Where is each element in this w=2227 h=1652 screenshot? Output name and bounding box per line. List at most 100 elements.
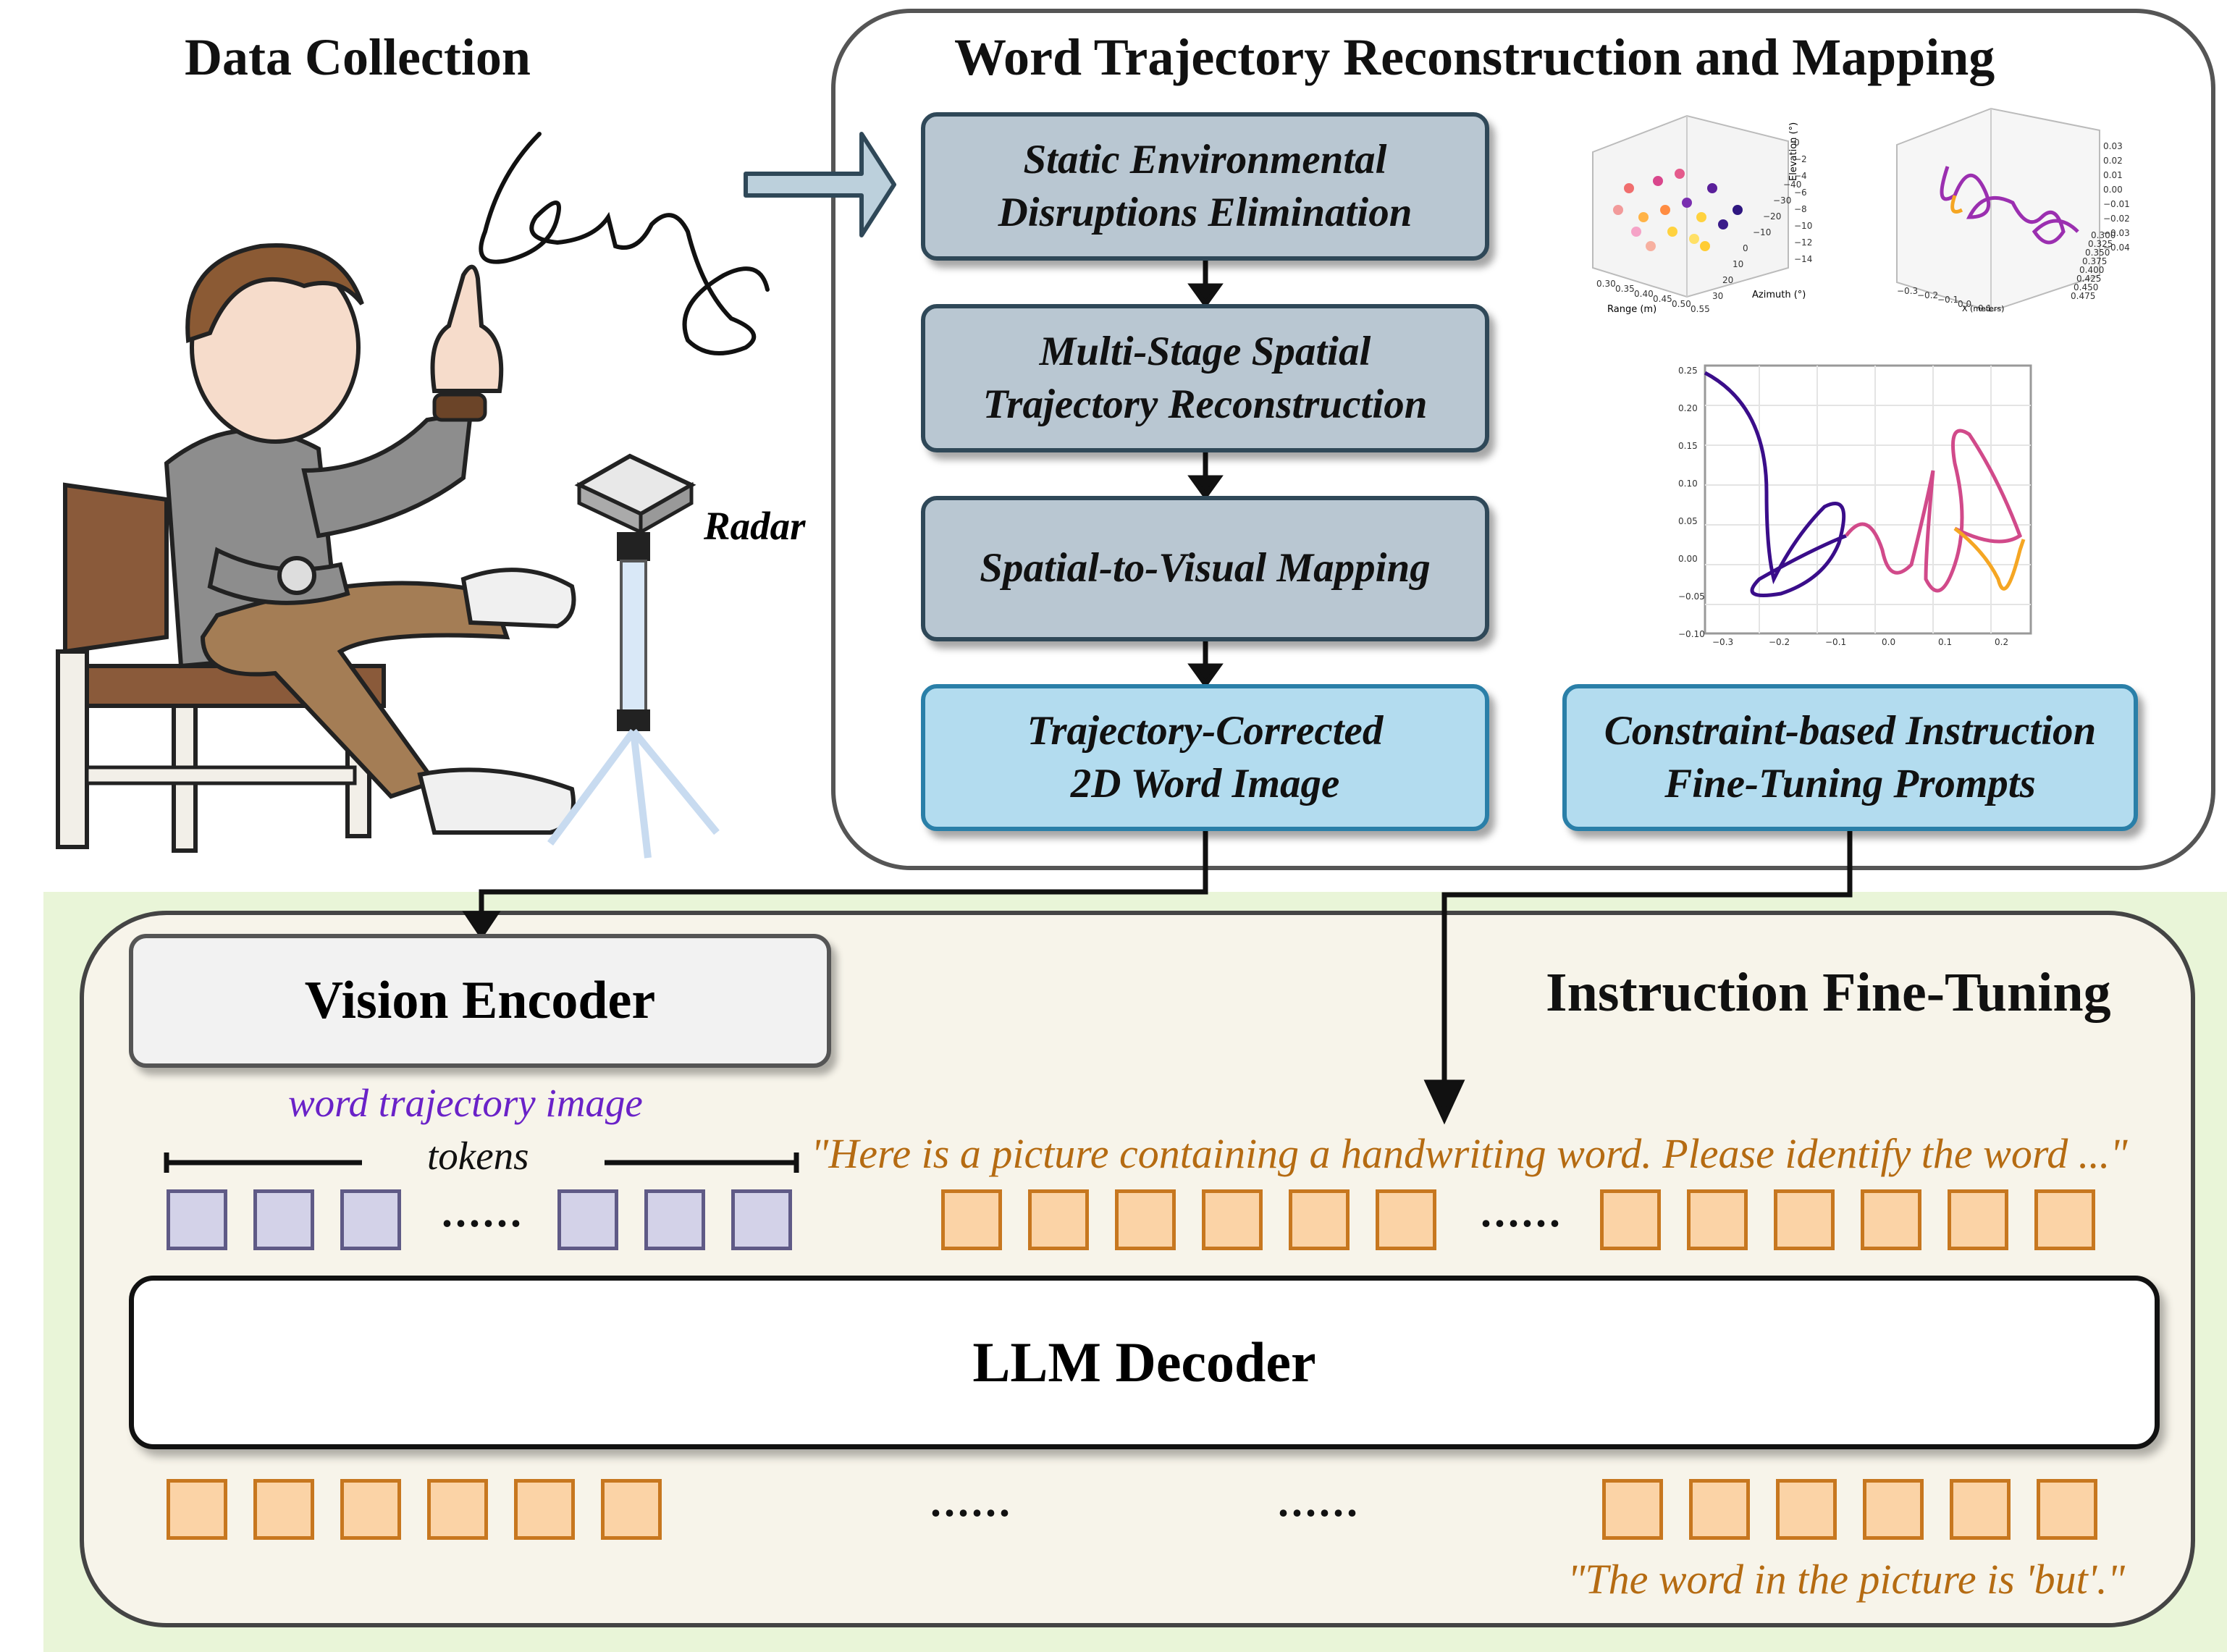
- plot3-xtick: 0.0: [1882, 637, 1896, 647]
- plot1-xtick: 0.40: [1634, 289, 1654, 299]
- plot2-ytick: 0.325: [2088, 239, 2113, 249]
- output-token-ellipsis: ......: [1278, 1478, 1360, 1525]
- prompt-token: [1687, 1189, 1748, 1250]
- plot1-xtick: 0.30: [1596, 279, 1616, 289]
- plot3-ytick: −0.05: [1678, 591, 1705, 602]
- image-tokens-label: word trajectory image: [288, 1081, 643, 1125]
- prompt-token: [2034, 1189, 2095, 1250]
- tokens-label: tokens: [427, 1134, 529, 1178]
- plot1-ztick: −10: [1794, 221, 1813, 231]
- step-1-line1: Static Environmental: [1023, 136, 1387, 182]
- plot1-xtick: 0.50: [1672, 299, 1691, 309]
- output-token: [340, 1479, 401, 1540]
- plot-3d-trajectory: [1896, 107, 2100, 313]
- plot2-xtick: −0.3: [1897, 286, 1919, 296]
- plot1-ztick: −12: [1794, 237, 1813, 248]
- person-illustration: [56, 243, 576, 853]
- image-token: [557, 1189, 618, 1250]
- plot1-ytick: 20: [1722, 275, 1734, 285]
- output-token: [1689, 1479, 1750, 1540]
- plot2-xtick: −0.2: [1917, 290, 1939, 300]
- plot1-ytick: −40: [1783, 180, 1802, 190]
- plot3-xtick: 0.2: [1995, 637, 2009, 647]
- flow-block-arrow: [744, 132, 896, 237]
- step-2-line2: Trajectory Reconstruction: [982, 381, 1428, 427]
- plot2-ztick: −0.01: [2103, 199, 2130, 209]
- instruction-finetuning-title: Instruction Fine-Tuning: [1546, 962, 2111, 1023]
- prompt-token-ellipsis: ......: [1481, 1188, 1563, 1236]
- prompt-token: [1028, 1189, 1089, 1250]
- plot1-ztick: −2: [1794, 154, 1807, 164]
- plot2-ztick: −0.04: [2103, 243, 2130, 253]
- plot3-ytick: 0.00: [1678, 554, 1698, 564]
- plot-3d-scatter: [1592, 114, 1789, 298]
- output-token: [1776, 1479, 1837, 1540]
- vision-encoder-box: Vision Encoder: [129, 934, 831, 1068]
- plot1-ztick: −14: [1794, 254, 1813, 264]
- step-1-line2: Disruptions Elimination: [998, 189, 1413, 235]
- image-token-ellipsis: ......: [442, 1188, 524, 1236]
- plot2-ztick: 0.01: [2103, 170, 2123, 180]
- plot1-xlabel: Range (m): [1607, 304, 1657, 315]
- step-spatial-visual-mapping: Spatial-to-Visual Mapping: [921, 496, 1489, 641]
- step-trajectory-reconstruction: Multi-Stage Spatial Trajectory Reconstru…: [921, 304, 1489, 452]
- plot1-ytick: 10: [1733, 259, 1744, 269]
- prompt-token: [1774, 1189, 1835, 1250]
- plot3-ytick: −0.10: [1678, 629, 1705, 639]
- prompt-token: [941, 1189, 1002, 1250]
- reconstruction-title: Word Trajectory Reconstruction and Mappi…: [954, 28, 1995, 86]
- output-word-image: Trajectory-Corrected 2D Word Image: [921, 684, 1489, 831]
- prompt-token: [1376, 1189, 1436, 1250]
- handwriting-stroke: [479, 132, 770, 355]
- plot3-ytick: 0.25: [1678, 366, 1698, 376]
- output-token: [167, 1479, 227, 1540]
- plot2-ytick: 0.450: [2074, 282, 2099, 292]
- plot-2d-trajectory: [1704, 364, 2032, 635]
- output-prompts-line1: Constraint-based Instruction: [1604, 707, 2097, 754]
- step-3-line1: Spatial-to-Visual Mapping: [980, 545, 1431, 591]
- plot1-ytick: −20: [1763, 211, 1782, 222]
- prompt-token: [1115, 1189, 1176, 1250]
- plot3-ytick: 0.05: [1678, 516, 1698, 526]
- plot1-ylabel: Azimuth (°): [1752, 290, 1806, 300]
- plot2-xtick: 0.0: [1958, 299, 1972, 309]
- output-token: [1863, 1479, 1924, 1540]
- plot3-ytick: 0.15: [1678, 441, 1698, 451]
- plot2-ztick: 0.02: [2103, 156, 2123, 166]
- prompt-text: "Here is a picture containing a handwrit…: [811, 1130, 2128, 1177]
- output-token: [601, 1479, 662, 1540]
- prompt-token: [1861, 1189, 1921, 1250]
- plot2-xlabel: X (meters): [1962, 304, 2005, 313]
- step-static-elimination: Static Environmental Disruptions Elimina…: [921, 112, 1489, 261]
- plot1-ytick: 30: [1712, 291, 1724, 301]
- plot1-xtick: 0.45: [1653, 294, 1672, 304]
- plot2-ytick: 0.375: [2082, 256, 2108, 266]
- plot2-ztick: −0.03: [2103, 228, 2130, 238]
- plot2-ytick: 0.300: [2091, 230, 2116, 240]
- prompt-token: [1202, 1189, 1263, 1250]
- output-image-line1: Trajectory-Corrected: [1027, 707, 1384, 754]
- answer-text: "The word in the picture is 'but'.": [1567, 1556, 2126, 1603]
- plot2-ztick: 0.03: [2103, 141, 2123, 151]
- plot2-ztick: −0.02: [2103, 214, 2130, 224]
- llm-decoder-label: LLM Decoder: [972, 1331, 1316, 1394]
- plot1-ytick: −30: [1773, 195, 1792, 206]
- plot2-ytick: 0.425: [2076, 274, 2102, 284]
- vision-encoder-label: Vision Encoder: [304, 971, 656, 1030]
- image-token: [340, 1189, 401, 1250]
- output-token: [2037, 1479, 2097, 1540]
- plot3-xtick: −0.2: [1769, 637, 1790, 647]
- output-token: [1602, 1479, 1663, 1540]
- image-token: [167, 1189, 227, 1250]
- radar-illustration: [547, 453, 720, 859]
- plot2-xtick: −0.1: [1937, 295, 1959, 305]
- output-image-line2: 2D Word Image: [1070, 760, 1340, 806]
- step-2-line1: Multi-Stage Spatial: [1039, 328, 1371, 374]
- plot2-ztick: 0.00: [2103, 185, 2123, 195]
- output-finetune-prompts: Constraint-based Instruction Fine-Tuning…: [1562, 684, 2138, 831]
- plot1-ztick: −8: [1794, 204, 1807, 214]
- prompt-token: [1948, 1189, 2008, 1250]
- data-collection-title: Data Collection: [185, 28, 531, 86]
- plot1-ytick: −10: [1753, 227, 1772, 237]
